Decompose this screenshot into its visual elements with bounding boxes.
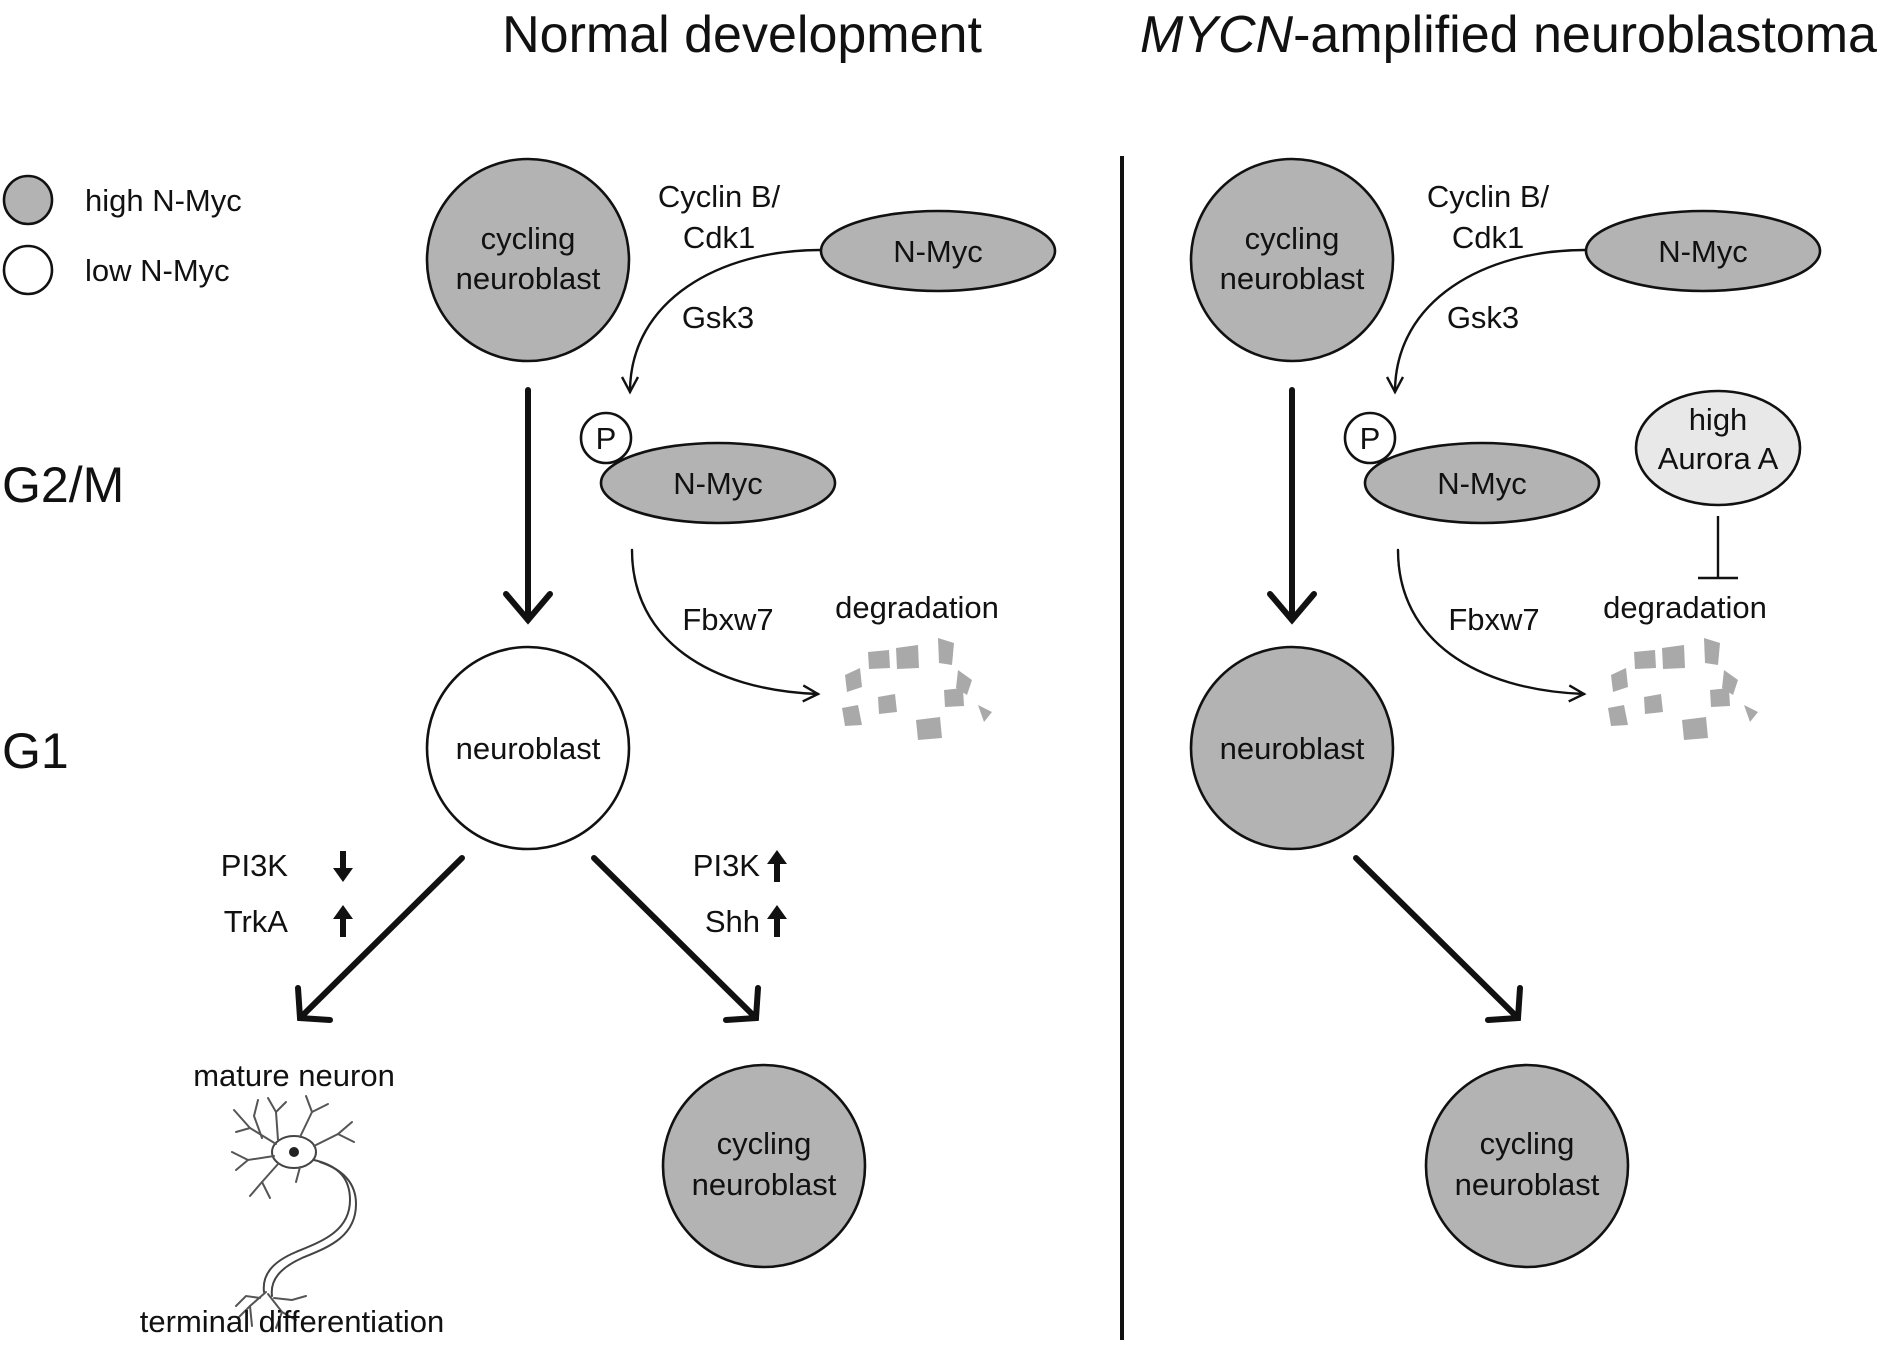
legend-low-swatch: [2, 244, 54, 296]
amp-kinase-line2: Cdk1: [1452, 220, 1524, 255]
panel-amplified: cycling neuroblast Cyclin B/ Cdk1 N-Myc …: [1189, 157, 1822, 1269]
header-amplified-gene: MYCN: [1140, 6, 1294, 64]
normal-phosphorylation-arrow: [620, 248, 822, 395]
panel-normal: cycling neuroblast Cyclin B/ Cdk1 N-Myc …: [140, 157, 1057, 1339]
amp-aurora-inhibition: [1698, 516, 1738, 580]
normal-cycling-top-line1: cycling: [481, 221, 576, 256]
normal-mature-neuron-label: mature neuron: [193, 1058, 395, 1093]
amp-cycling-top-line2: neuroblast: [1220, 261, 1365, 296]
normal-pi3k-up-label: PI3K: [693, 848, 761, 883]
amp-arrow-to-g1: [1267, 387, 1317, 625]
shh-up-arrow-icon: [767, 905, 787, 937]
amp-aurora-line2: Aurora A: [1658, 441, 1779, 476]
normal-shh-up-label: Shh: [705, 904, 760, 939]
normal-neuroblast-label: neuroblast: [456, 731, 601, 766]
amp-degradation-fragments: [1608, 638, 1758, 740]
amp-nmyc: [1584, 209, 1822, 293]
neuron-icon: [231, 1095, 358, 1329]
amp-phospho-label: P: [1360, 421, 1381, 456]
pi3k-up-arrow-icon: [767, 850, 787, 882]
amp-aurora-a: [1634, 389, 1802, 507]
amp-neuroblast: [1189, 645, 1395, 851]
trka-up-arrow-icon: [333, 905, 353, 937]
amp-cycling-bottom-line1: cycling: [1480, 1126, 1575, 1161]
legend: high N-Myc low N-Myc: [2, 174, 242, 296]
normal-cycling-neuroblast-top: [425, 157, 631, 363]
normal-arrow-to-cycling: [591, 855, 761, 1023]
amp-cycling-top-line1: cycling: [1245, 221, 1340, 256]
pi3k-down-arrow-icon: [333, 851, 353, 882]
legend-low-label: low N-Myc: [85, 253, 230, 288]
normal-cycling-bottom-line1: cycling: [717, 1126, 812, 1161]
amp-fbxw7-label: Fbxw7: [1448, 602, 1539, 637]
amp-phosphorylation-arrow: [1385, 248, 1587, 395]
amp-nmyc-label: N-Myc: [1658, 234, 1748, 269]
normal-gsk3-label: Gsk3: [682, 300, 754, 335]
header-amplified: MYCN-amplified neuroblastoma: [1140, 6, 1877, 64]
normal-kinase-line2: Cdk1: [683, 220, 755, 255]
normal-phospho-circle: [579, 411, 633, 465]
normal-kinase-line1: Cyclin B/: [658, 179, 781, 214]
normal-trka-up-label: TrkA: [224, 904, 289, 939]
amp-phospho-circle: [1343, 411, 1397, 465]
normal-cycling-neuroblast-bottom: [661, 1063, 867, 1269]
normal-arrow-to-neuron: [295, 855, 465, 1023]
normal-nmyc-phospho: [599, 441, 837, 525]
amp-cycling-neuroblast-top: [1189, 157, 1395, 363]
amp-kinase-line1: Cyclin B/: [1427, 179, 1550, 214]
normal-nmyc-phospho-label: N-Myc: [673, 466, 763, 501]
amp-cycling-neuroblast-bottom: [1424, 1063, 1630, 1269]
normal-fbxw7-label: Fbxw7: [682, 602, 773, 637]
normal-pi3k-down-label: PI3K: [221, 848, 289, 883]
normal-degradation-fragments: [842, 638, 992, 740]
normal-degradation-label: degradation: [835, 590, 999, 625]
header-normal: Normal development: [502, 6, 982, 64]
normal-nmyc-label: N-Myc: [893, 234, 983, 269]
amp-arrow-to-cycling: [1353, 855, 1523, 1023]
legend-high-swatch: [2, 174, 54, 226]
normal-terminal-diff-label: terminal differentiation: [140, 1304, 444, 1339]
normal-nmyc: [819, 209, 1057, 293]
amp-neuroblast-label: neuroblast: [1220, 731, 1365, 766]
phase-g1: G1: [2, 723, 69, 779]
normal-neuroblast: [425, 645, 631, 851]
normal-phospho-label: P: [596, 421, 617, 456]
amp-nmyc-phospho-label: N-Myc: [1437, 466, 1527, 501]
header-amplified-rest: -amplified neuroblastoma: [1293, 6, 1877, 64]
phase-g2m: G2/M: [2, 457, 124, 513]
amp-aurora-line1: high: [1689, 402, 1748, 437]
amp-fbxw7-arrow: [1396, 548, 1587, 703]
normal-fbxw7-arrow: [630, 548, 821, 703]
normal-arrow-to-g1: [503, 387, 553, 625]
amp-gsk3-label: Gsk3: [1447, 300, 1519, 335]
amp-cycling-bottom-line2: neuroblast: [1455, 1167, 1600, 1202]
normal-cycling-top-line2: neuroblast: [456, 261, 601, 296]
normal-cycling-bottom-line2: neuroblast: [692, 1167, 837, 1202]
amp-nmyc-phospho: [1363, 441, 1601, 525]
amp-degradation-label: degradation: [1603, 590, 1767, 625]
legend-high-label: high N-Myc: [85, 183, 242, 218]
